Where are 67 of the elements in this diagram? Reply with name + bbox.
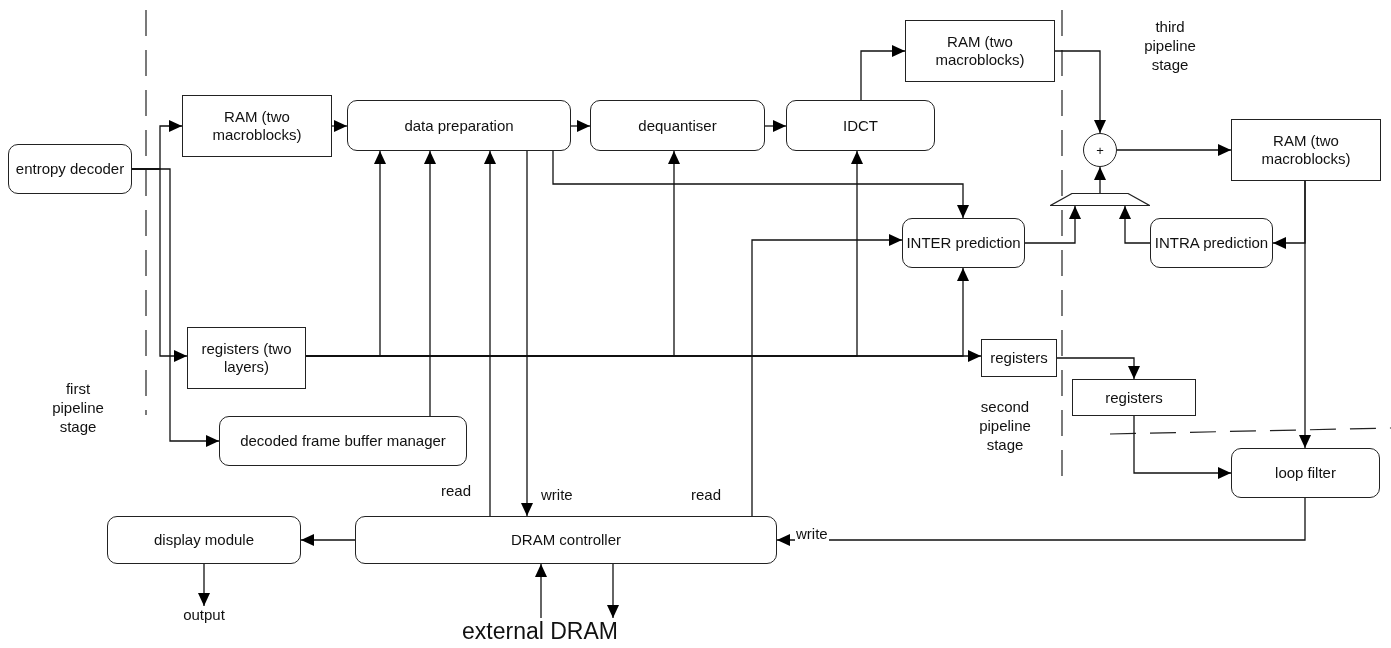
edge-label: write	[540, 486, 574, 503]
process-box	[347, 100, 571, 151]
memory-box	[905, 20, 1055, 82]
memory-box	[182, 95, 332, 157]
process-box	[8, 144, 132, 194]
arrow	[1056, 357, 1140, 380]
adder-circle	[1083, 133, 1117, 167]
node-label: DRAM controller	[511, 531, 621, 548]
node-label: entropy decoder	[15, 160, 125, 177]
node-label: dequantiser	[638, 116, 717, 134]
node-label: decoded frame buffer manager	[240, 432, 446, 449]
edge-label: write	[795, 525, 829, 542]
text-label: external DRAM	[440, 618, 640, 646]
node-label: loop filter	[1275, 464, 1336, 481]
node-label: registers	[1105, 388, 1163, 406]
arrow	[764, 120, 787, 132]
arrow	[1119, 205, 1151, 244]
node-label: display module	[153, 531, 255, 548]
process-box	[355, 516, 777, 564]
arrow	[535, 563, 547, 619]
memory-box	[1231, 119, 1381, 181]
memory-box	[187, 327, 306, 389]
text-label: output	[176, 606, 232, 624]
process-box	[902, 218, 1025, 268]
process-box	[107, 516, 301, 564]
arrow	[1054, 50, 1106, 134]
stage-label: first pipeline stage	[51, 380, 105, 437]
process-box	[590, 100, 765, 151]
node-label: RAM (two macroblocks)	[212, 108, 302, 143]
node-label: RAM (two macroblocks)	[1261, 132, 1351, 167]
node-label: registers	[990, 349, 1048, 366]
memory-box	[981, 339, 1057, 377]
arrow	[1094, 166, 1106, 194]
node-label: IDCT	[843, 116, 878, 134]
node-label: registers (two layers)	[201, 340, 292, 375]
node-label: data preparation	[404, 116, 514, 134]
arrow	[1024, 205, 1081, 244]
stage-label: third pipeline stage	[1143, 18, 1197, 75]
arrow	[521, 150, 533, 517]
arrow	[424, 150, 436, 417]
node-label: INTRA prediction	[1154, 234, 1269, 251]
arrow	[484, 150, 496, 517]
trapezoid-mux	[1050, 193, 1150, 206]
arrow	[776, 497, 1306, 546]
arrow	[131, 168, 220, 447]
arrow	[300, 534, 356, 546]
arrow	[570, 120, 591, 132]
arrow	[1116, 144, 1232, 156]
edge-label: read	[440, 482, 473, 499]
arrow	[751, 234, 903, 517]
node-label: INTER prediction	[906, 234, 1021, 251]
arrow	[860, 45, 906, 101]
process-box	[786, 100, 935, 151]
memory-box	[1072, 379, 1196, 416]
process-box	[219, 416, 467, 466]
process-box	[1231, 448, 1380, 498]
edge-label: read	[690, 486, 723, 503]
node-label: RAM (two macroblocks)	[935, 33, 1025, 68]
process-box	[1150, 218, 1273, 268]
arrow	[607, 563, 619, 619]
arrow	[1133, 415, 1232, 479]
node-label: +	[1096, 143, 1104, 158]
stage-label: second pipeline stage	[978, 398, 1032, 455]
arrow	[552, 150, 969, 219]
arrow	[331, 120, 348, 132]
arrow	[198, 563, 210, 607]
arrow	[1299, 180, 1311, 449]
